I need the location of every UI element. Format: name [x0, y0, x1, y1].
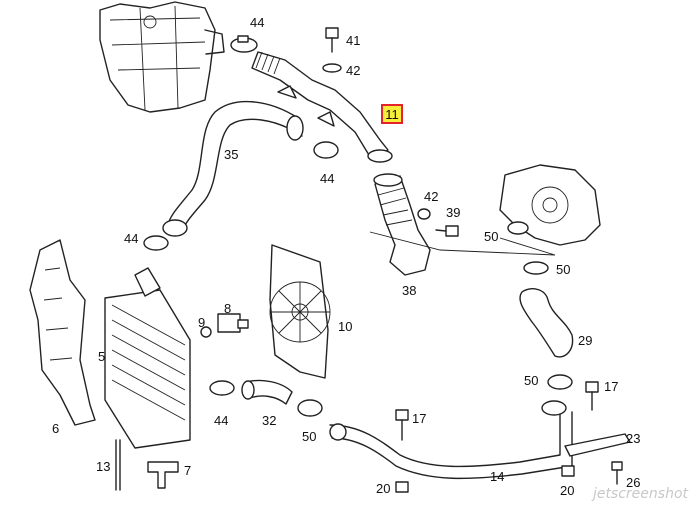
- nut-20-right: [561, 465, 575, 477]
- bolt-26: [611, 461, 623, 485]
- label-26: 26: [626, 475, 641, 490]
- clamp-44-bottom: [209, 380, 235, 396]
- hose-35: [162, 100, 304, 237]
- label-10: 10: [338, 319, 353, 334]
- bolt-17-right: [585, 381, 599, 411]
- mount-7: [147, 461, 179, 489]
- label-44-mid: 44: [320, 171, 335, 186]
- sensor-8: [217, 313, 249, 333]
- rod-13: [115, 439, 121, 491]
- label-7: 7: [184, 463, 192, 478]
- label-6: 6: [52, 421, 60, 436]
- clamp-50-right: [523, 261, 549, 275]
- label-35: 35: [224, 147, 239, 162]
- label-23: 23: [626, 431, 641, 446]
- clamp-44-mid: [313, 141, 339, 159]
- label-29: 29: [578, 333, 593, 348]
- clamp-44-top: [230, 35, 258, 53]
- label-41: 41: [346, 33, 361, 48]
- label-38: 38: [402, 283, 417, 298]
- reference-lines: [369, 231, 556, 256]
- bracket-6: [29, 239, 96, 426]
- label-5: 5: [98, 349, 106, 364]
- hose-11: [251, 51, 393, 163]
- washer-42-right: [417, 208, 431, 220]
- label-44-top: 44: [250, 15, 265, 30]
- label-50-bottom: 50: [302, 429, 317, 444]
- nut-20-left: [395, 481, 409, 493]
- label-42-top: 42: [346, 63, 361, 78]
- label-11-highlight[interactable]: 11: [381, 104, 403, 124]
- label-50-pump: 50: [484, 229, 499, 244]
- label-44-left: 44: [124, 231, 139, 246]
- label-20-right: 20: [560, 483, 575, 498]
- label-14: 14: [490, 469, 505, 484]
- bracket-23: [564, 433, 631, 457]
- hose-38: [373, 173, 431, 276]
- radiator: [104, 267, 191, 449]
- hose-29: [519, 288, 574, 358]
- bolt-39: [435, 225, 459, 237]
- washer-42: [322, 63, 342, 73]
- watermark: jetscreenshot: [592, 486, 688, 502]
- pipe-14: [329, 400, 573, 480]
- label-50-right: 50: [556, 262, 571, 277]
- label-17-mid: 17: [412, 411, 427, 426]
- label-50-lower-right: 50: [524, 373, 539, 388]
- bolt-41: [325, 27, 339, 53]
- label-13: 13: [96, 459, 111, 474]
- seal-9: [200, 326, 212, 338]
- clamp-50-pump: [507, 221, 529, 235]
- label-42-right: 42: [424, 189, 439, 204]
- label-17-right: 17: [604, 379, 619, 394]
- clamp-44-left: [143, 235, 169, 251]
- fan-shroud: [269, 244, 331, 379]
- label-9: 9: [198, 315, 206, 330]
- label-44-bottom: 44: [214, 413, 229, 428]
- label-20-left: 20: [376, 481, 391, 496]
- hose-32: [241, 379, 293, 405]
- clamp-50-bottom: [297, 399, 323, 417]
- label-32: 32: [262, 413, 277, 428]
- clamp-50-lower-right: [547, 374, 573, 390]
- label-39: 39: [446, 205, 461, 220]
- label-8: 8: [224, 301, 232, 316]
- engine-housing: [99, 1, 225, 113]
- bolt-17-mid: [395, 409, 409, 441]
